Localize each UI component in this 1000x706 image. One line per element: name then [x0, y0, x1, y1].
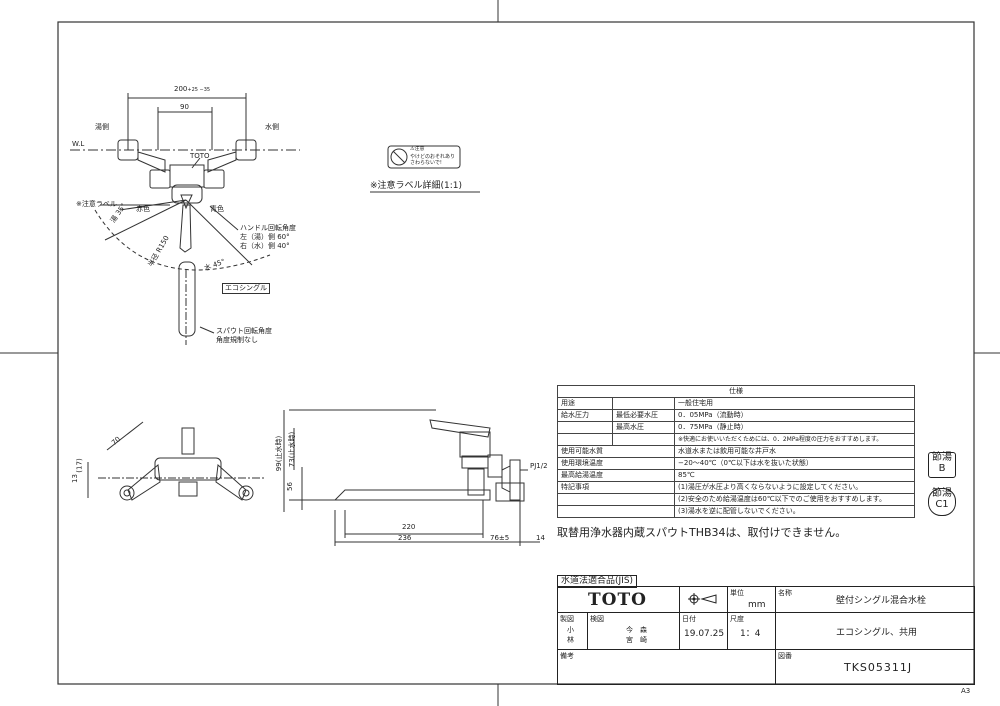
date-cell: 日付 19.07.25: [680, 613, 728, 650]
caution-line1: やけどのおそれあり: [410, 154, 456, 160]
dim-73: 73(止水時): [288, 431, 297, 468]
toto-logo: TOTO: [588, 590, 647, 610]
jis-compliance-label: 水道法適合品(JIS): [557, 575, 638, 588]
scale-cell: 尺度 1：4: [728, 613, 776, 650]
drawing-scale: 1：4: [740, 629, 761, 639]
checked-cell: 検図 今 森 宮 崎: [588, 613, 680, 650]
handle-angle-title: ハンドル回転角度: [240, 224, 296, 232]
spec-row: 使用環境温度−20〜40℃（0℃以下は水を抜いた状態）: [557, 457, 915, 470]
subname-cell: エコシングル、共用: [776, 613, 975, 650]
name-cell: 名称 壁付シングル混合水栓: [776, 587, 975, 613]
unit-value: mm: [748, 600, 766, 610]
water-level-label: W.L: [72, 140, 85, 148]
caution-caption: ※注意ラベル詳細(1:1): [370, 181, 463, 191]
projection-icon: [688, 593, 717, 605]
unit-cell: 単位 mm: [728, 587, 776, 613]
handle-angle-cold: 右（水）側 40°: [240, 242, 290, 250]
cold-side-label: 水側: [265, 123, 279, 131]
product-name: 壁付シングル混合水栓: [836, 596, 927, 606]
bottom-view: [87, 421, 265, 501]
thread-label: PJ1/2: [530, 462, 548, 470]
spec-row: 使用可能水質水道水または飲用可能な井戸水: [557, 445, 915, 458]
spout-note: 取替用浄水器内蔵スパウトTHB34は、取付けできません。: [557, 526, 847, 539]
spout-angle-value: 角度規制なし: [216, 336, 258, 344]
drawn-cell: 製図 小 林: [558, 613, 588, 650]
spec-header: 仕様: [557, 385, 915, 398]
dim-220: 220: [402, 523, 416, 531]
eco-single-label: エコシングル: [222, 283, 270, 294]
front-view: [70, 93, 300, 345]
red-mark-label: 赤色: [136, 205, 150, 213]
drawing-number-cell: 図番 TKS05311J: [776, 650, 975, 685]
dim-90: 90: [180, 103, 189, 111]
drawing-number: TKS05311J: [844, 661, 913, 674]
dim-14: 14: [536, 534, 545, 542]
toto-mark: TOTO: [190, 152, 210, 160]
dim-17: (17): [75, 458, 84, 473]
blue-mark-label: 青色: [210, 205, 224, 213]
caution-title: ⚠注意: [410, 146, 425, 152]
spec-row: 特記事項(1)湯圧が水圧より高くならないように設定してください。: [557, 481, 915, 494]
remarks-cell: 備考: [558, 650, 776, 685]
spec-row: (3)湯水を逆に配管しないでください。: [557, 505, 915, 518]
drawing-frame: [57, 21, 975, 685]
spec-header-row: 仕様: [557, 385, 915, 398]
spec-row: 用途一般住宅用: [557, 397, 915, 410]
dim-200: 200+25 −35: [174, 85, 211, 93]
logo-cell: TOTO: [558, 587, 680, 613]
spec-row: ※快適にお使いいただくためには、0．2MPa程度の圧力をおすすめします。: [557, 433, 915, 446]
side-view: [283, 409, 540, 546]
dim-13: 13: [70, 474, 79, 483]
dim-76: 76±5: [490, 534, 510, 542]
caution-label: [387, 145, 461, 169]
dim-236: 236: [398, 534, 412, 542]
spout-angle-title: スパウト回転角度: [216, 327, 272, 335]
drawing-date: 19.07.25: [684, 629, 725, 639]
dim-56: 56: [285, 482, 294, 491]
dim-99: 99(止水時): [275, 435, 284, 472]
handle-angle-hot: 左（湯）側 60°: [240, 233, 290, 241]
product-subname: エコシングル、共用: [836, 628, 918, 638]
title-block: TOTO 単位 mm 名称 壁付シングル混合水栓 製図 小 林 検図 今 森 宮…: [557, 586, 975, 685]
caution-line2: さわらないで!: [410, 160, 442, 166]
spec-row: (2)安全のため給湯温度は60℃以下でのご使用をおすすめします。: [557, 493, 915, 506]
hot-side-label: 湯側: [95, 123, 109, 131]
caution-label-callout: ※注意ラベル: [76, 200, 117, 208]
projection-symbol-cell: [680, 587, 728, 613]
sheet-size: A3: [961, 687, 971, 695]
